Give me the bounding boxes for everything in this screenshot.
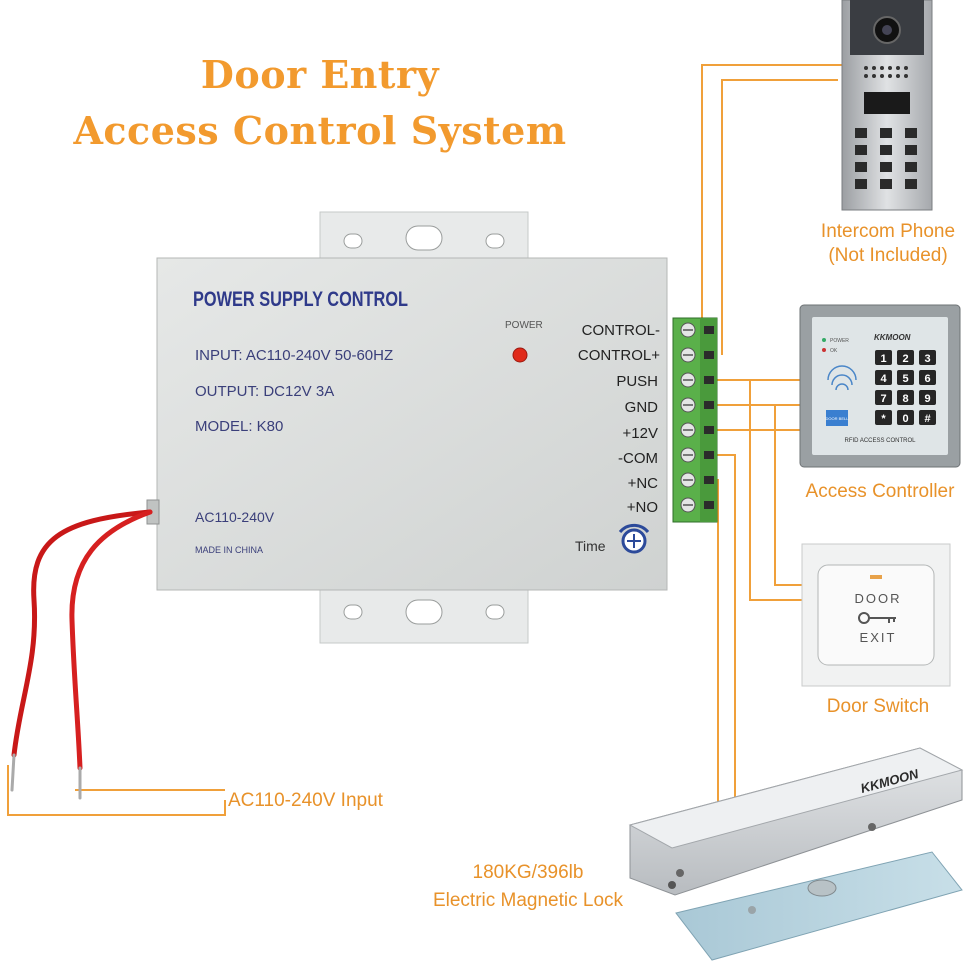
rfid-waves-icon <box>827 365 857 391</box>
input-spec: INPUT: AC110-240V 50-60HZ <box>195 347 393 364</box>
terminal-labels: CONTROL- CONTROL+ PUSH GND +12V -COM +NC… <box>578 322 660 516</box>
door-switch-label: Door Switch <box>827 696 929 717</box>
ac-power-indicator: POWER <box>830 338 849 344</box>
intercom-phone-device <box>841 0 933 211</box>
terminal-label-12v: +12V <box>623 425 658 442</box>
terminal-label-nc: +NC <box>628 475 659 492</box>
key-star: * <box>881 413 886 425</box>
terminal-label-push: PUSH <box>616 373 658 390</box>
ac-rating-label: AC110-240V <box>195 509 275 525</box>
title-line-1: Door Entry <box>200 52 440 97</box>
power-supply-body <box>156 257 668 591</box>
access-controller-label: Access Controller <box>806 481 956 502</box>
key-9: 9 <box>924 393 930 405</box>
door-switch-bottom-text: EXIT <box>860 630 897 645</box>
model-number: MODEL: K80 <box>195 418 283 435</box>
key-6: 6 <box>924 373 930 385</box>
terminal-label-com: -COM <box>618 450 658 467</box>
ac-keypad: 1 2 3 4 5 6 7 8 9 * 0 # <box>875 350 936 425</box>
key-5: 5 <box>902 373 908 385</box>
red-power-cable <box>10 509 153 800</box>
made-in-label: MADE IN CHINA <box>195 545 263 555</box>
terminal-label-no: +NO <box>627 499 658 516</box>
ac-brand: KKMOON <box>874 333 911 342</box>
key-1: 1 <box>880 353 886 365</box>
power-led-label: POWER <box>505 320 543 331</box>
time-knob-icon <box>618 523 650 554</box>
time-label: Time <box>575 538 606 554</box>
mag-lock-label-line2: Electric Magnetic Lock <box>433 890 624 911</box>
terminal-label-gnd: GND <box>625 399 659 416</box>
terminal-label-control-plus: CONTROL+ <box>578 347 660 364</box>
intercom-label-line1: Intercom Phone <box>821 221 955 242</box>
terminal-block <box>672 317 718 523</box>
ac-input-label: AC110-240V Input <box>228 790 384 811</box>
key-icon <box>858 612 896 624</box>
terminal-label-control-minus: CONTROL- <box>582 322 660 339</box>
armature-plate <box>675 851 963 961</box>
mag-lock-label-line1: 180KG/396lb <box>473 862 584 883</box>
title-line-2: Access Control System <box>73 108 567 153</box>
doorbell-label: DOOR BELL <box>826 416 850 421</box>
key-hash: # <box>924 413 930 425</box>
key-7: 7 <box>880 393 886 405</box>
key-4: 4 <box>880 373 887 385</box>
output-spec: OUTPUT: DC12V 3A <box>195 383 334 400</box>
ac-ok-indicator: OK <box>830 348 838 354</box>
intercom-label-line2: (Not Included) <box>828 245 947 266</box>
power-supply-box <box>146 211 668 644</box>
orange-wires <box>7 64 845 820</box>
door-switch-device: DOOR EXIT <box>801 543 951 687</box>
door-switch-top-text: DOOR <box>855 591 902 606</box>
access-controller-device: POWER OK KKMOON DOOR BELL RFID ACCESS CO… <box>799 304 961 468</box>
power-led-icon <box>512 347 528 363</box>
doorbell-button <box>826 410 848 426</box>
key-0: 0 <box>902 413 908 425</box>
power-supply-heading: POWER SUPPLY CONTROL <box>193 288 408 311</box>
intercom-display <box>864 92 910 114</box>
key-3: 3 <box>924 353 930 365</box>
magnetic-lock-device: KKMOON <box>628 747 964 961</box>
ac-footer: RFID ACCESS CONTROL <box>844 438 916 444</box>
key-2: 2 <box>902 353 908 365</box>
key-8: 8 <box>902 393 908 405</box>
